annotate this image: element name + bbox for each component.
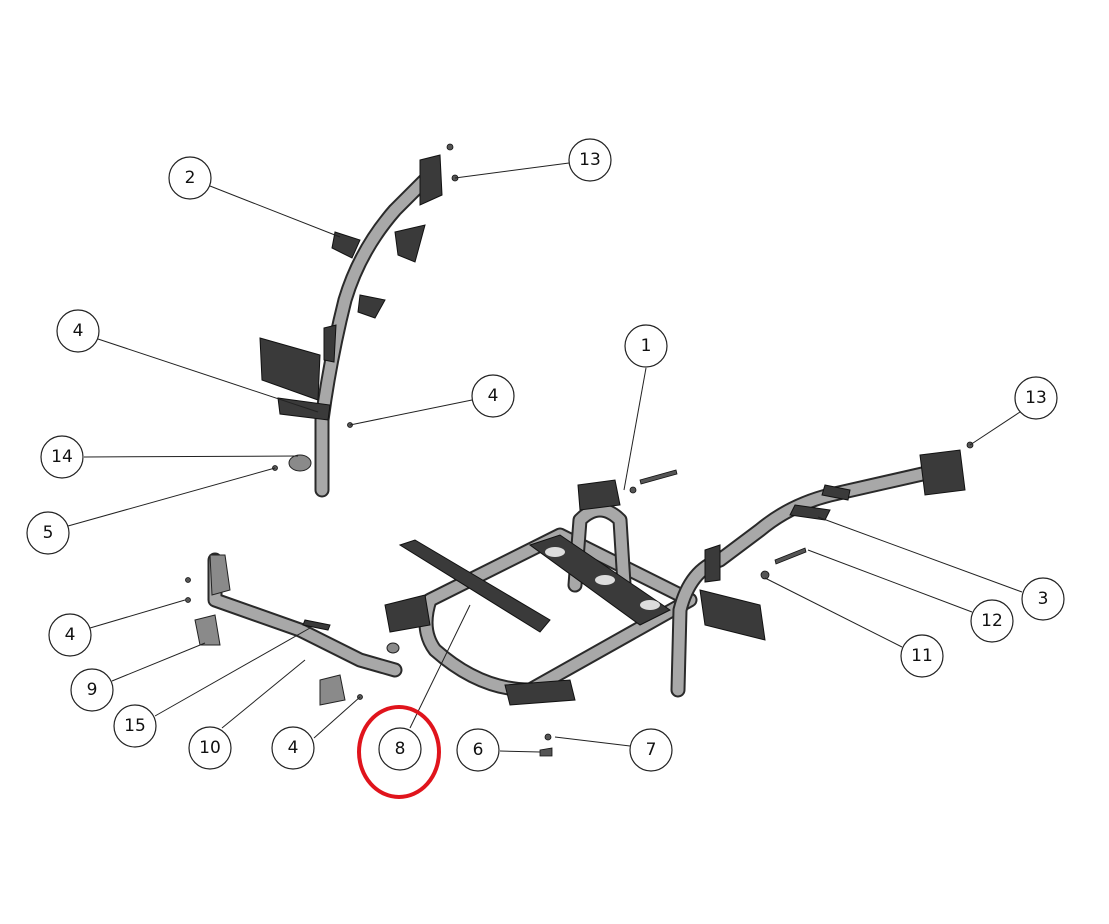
svg-text:1: 1 <box>641 336 652 356</box>
callout-13a: 13 <box>568 138 612 182</box>
callout-2: 2 <box>168 156 212 200</box>
part-front-upper-tube <box>259 143 459 498</box>
callout-4a: 4 <box>56 309 100 353</box>
callout-8: 8 <box>378 727 422 771</box>
svg-text:4: 4 <box>73 321 84 341</box>
svg-text:4: 4 <box>488 386 499 406</box>
svg-text:2: 2 <box>185 168 196 188</box>
svg-text:14: 14 <box>51 447 73 467</box>
highlight-ring <box>357 705 441 799</box>
svg-text:11: 11 <box>911 646 933 666</box>
callout-4d: 4 <box>271 726 315 770</box>
svg-text:3: 3 <box>1038 589 1049 609</box>
callout-12: 12 <box>970 599 1014 643</box>
callout-4b: 4 <box>471 374 515 418</box>
callout-14: 14 <box>40 435 84 479</box>
callout-11: 11 <box>900 634 944 678</box>
part-lower-crossmember <box>185 552 403 706</box>
leader-lines <box>67 162 1023 753</box>
svg-text:4: 4 <box>65 625 76 645</box>
callout-13b: 13 <box>1014 376 1058 420</box>
callout-6: 6 <box>456 728 500 772</box>
callout-3: 3 <box>1021 577 1065 621</box>
svg-text:8: 8 <box>395 739 406 759</box>
svg-text:13: 13 <box>1025 388 1047 408</box>
callout-9: 9 <box>70 668 114 712</box>
part-main-frame <box>384 441 974 757</box>
svg-text:13: 13 <box>579 150 601 170</box>
callout-15: 15 <box>113 704 157 748</box>
svg-text:12: 12 <box>981 611 1003 631</box>
svg-text:4: 4 <box>288 738 299 758</box>
svg-text:9: 9 <box>87 680 98 700</box>
svg-text:10: 10 <box>199 738 221 758</box>
callout-7: 7 <box>629 728 673 772</box>
callout-10: 10 <box>188 726 232 770</box>
callout-1: 1 <box>624 324 668 368</box>
svg-text:15: 15 <box>124 716 146 736</box>
svg-text:7: 7 <box>646 740 657 760</box>
svg-text:5: 5 <box>43 523 54 543</box>
svg-text:6: 6 <box>473 740 484 760</box>
callout-4c: 4 <box>48 613 92 657</box>
callout-5: 5 <box>26 511 70 555</box>
